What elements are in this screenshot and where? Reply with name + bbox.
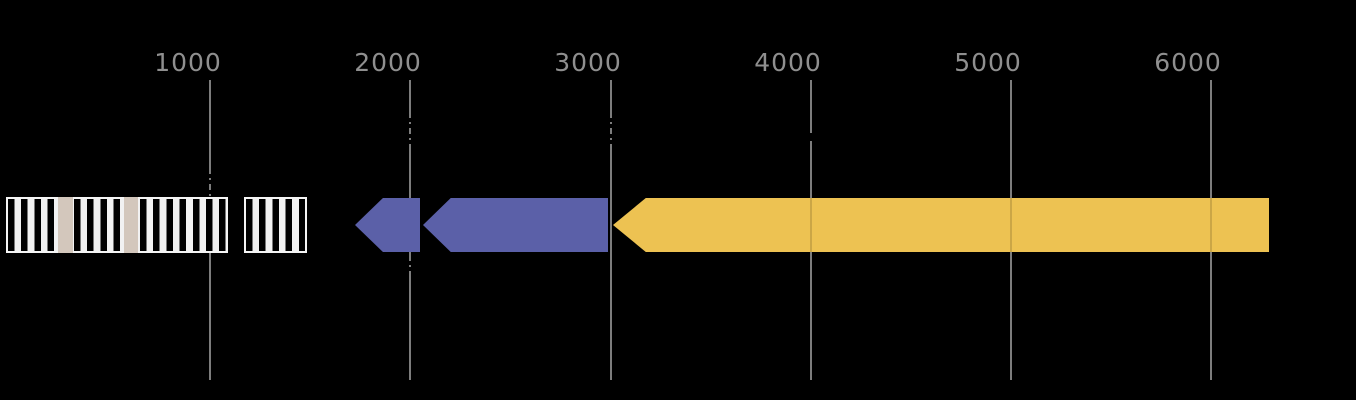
gold-arrow-seam-4000 xyxy=(810,198,812,252)
gridline-1000-dashdot xyxy=(209,168,211,197)
axis-tick-label-4000: 4000 xyxy=(754,48,822,77)
gridline-4000-gap xyxy=(810,133,812,141)
feature-striped-segment-2 xyxy=(244,197,307,253)
feature-purple-arrow-large xyxy=(423,198,608,252)
axis-tick-label-3000: 3000 xyxy=(554,48,622,77)
feature-tan-block-2 xyxy=(124,197,138,253)
gridline-3000 xyxy=(610,80,612,380)
feature-striped-segment-1 xyxy=(6,197,228,253)
feature-tan-block-1 xyxy=(58,197,73,253)
axis-tick-label-6000: 6000 xyxy=(1154,48,1222,77)
axis-tick-label-1000: 1000 xyxy=(154,48,222,77)
gold-arrow-seam-6000 xyxy=(1210,198,1212,252)
gridline-2000-dashdot-lower xyxy=(409,255,411,277)
axis-tick-label-2000: 2000 xyxy=(354,48,422,77)
gold-arrow-seam-5000 xyxy=(1010,198,1012,252)
feature-purple-arrow-small xyxy=(355,198,420,252)
axis-tick-label-5000: 5000 xyxy=(954,48,1022,77)
feature-gold-arrow xyxy=(613,198,1269,252)
gridline-3000-dashdot xyxy=(610,112,612,146)
gridline-2000-dashdot-upper xyxy=(409,112,411,146)
